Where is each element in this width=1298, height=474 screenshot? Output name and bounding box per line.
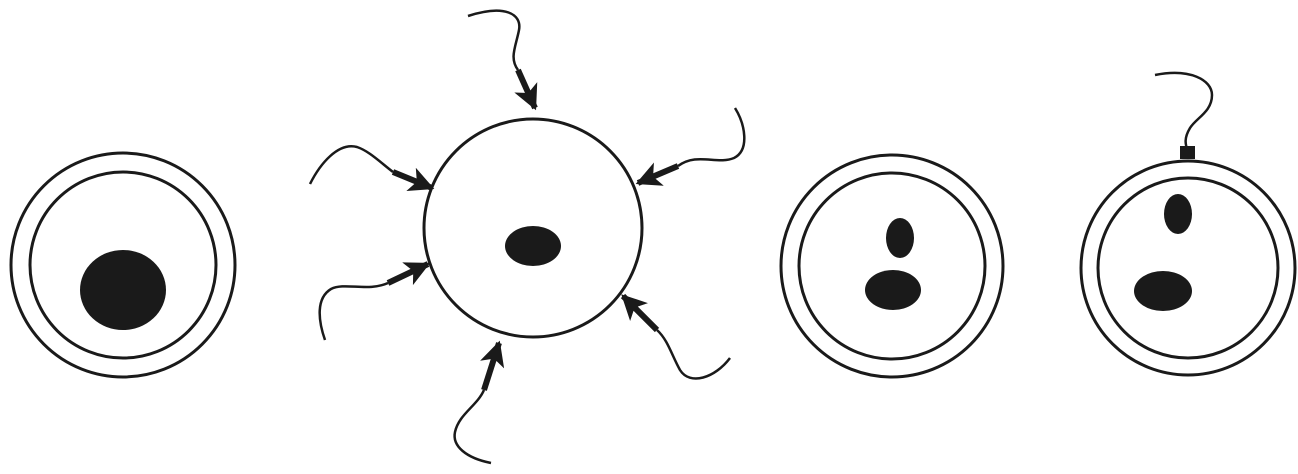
male-pronucleus [1164, 194, 1192, 234]
sperm-tail [1155, 73, 1212, 152]
sperm-tail [320, 283, 388, 340]
sperm-tail [657, 330, 730, 379]
sperm-head-arrow [393, 172, 432, 188]
sperm-upper-right [638, 108, 744, 183]
sperm-head-arrow [623, 296, 657, 330]
sperm-head-arrow [388, 264, 428, 283]
sperm-bottom [455, 343, 499, 463]
sperm-lower-left [320, 264, 428, 340]
sperm-tail [468, 11, 519, 70]
sperm-tail [678, 108, 744, 166]
panel-single-sperm-entry [1081, 73, 1295, 375]
egg-outer-membrane [781, 155, 1003, 377]
sperm-tail [455, 390, 491, 463]
panel-sperm-approaching-egg [310, 11, 744, 463]
sperm-lower-right [623, 296, 730, 379]
sperm-entry-point [1180, 146, 1195, 159]
sperm-upper-left [310, 146, 432, 188]
egg-outer-membrane [1081, 161, 1295, 375]
sperm-head-arrow [638, 166, 678, 183]
female-pronucleus [1134, 271, 1192, 311]
panel-two-nuclei-in-egg [781, 155, 1003, 377]
male-pronucleus [886, 218, 914, 258]
panel-egg-with-nucleus [11, 153, 235, 377]
sperm-top [468, 11, 535, 108]
sperm-tail [310, 146, 393, 184]
female-pronucleus [865, 270, 921, 310]
sperm-head-arrow [484, 343, 499, 390]
sperm-head-arrow [518, 70, 535, 108]
egg-inner-membrane [799, 173, 985, 359]
egg-nucleus [505, 226, 561, 266]
egg-nucleus [80, 250, 166, 330]
